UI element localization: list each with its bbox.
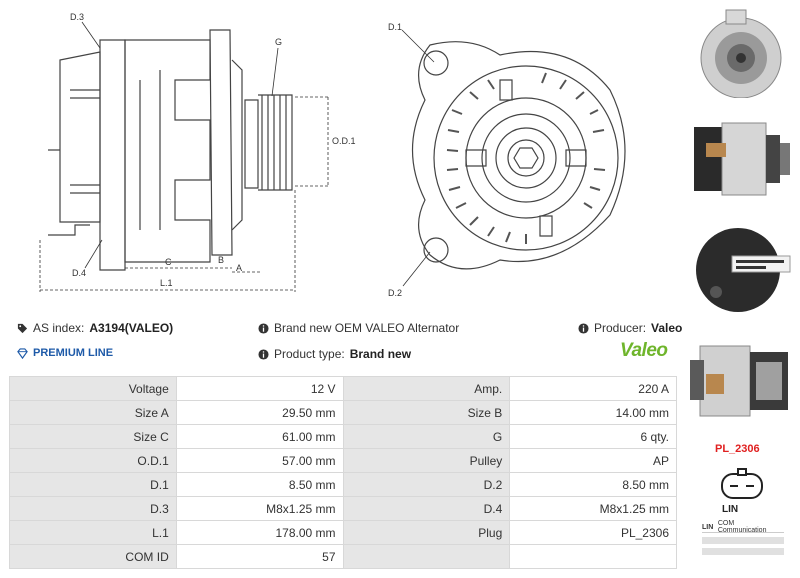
label-od1: O.D.1 xyxy=(332,136,356,146)
spec-value: 6 qty. xyxy=(509,424,677,449)
spec-key: L.1 xyxy=(9,520,177,545)
label-d3: D.3 xyxy=(70,12,84,22)
com-text: COM Communication xyxy=(717,520,767,534)
spec-key: Voltage xyxy=(9,376,177,401)
label-c: C xyxy=(165,257,172,267)
spec-value xyxy=(509,544,677,569)
spec-value: 178.00 mm xyxy=(175,520,344,545)
spec-key: Plug xyxy=(342,520,511,545)
spec-value: 61.00 mm xyxy=(175,424,344,449)
product-type-value: Brand new xyxy=(349,347,412,361)
spec-key: O.D.1 xyxy=(9,448,177,473)
spec-value: AP xyxy=(509,448,677,473)
spec-key: D.3 xyxy=(9,496,177,521)
spec-value: 220 A xyxy=(509,376,677,401)
label-b: B xyxy=(218,255,224,265)
premium-line: PREMIUM LINE xyxy=(17,347,113,359)
spec-value: 8.50 mm xyxy=(175,472,344,497)
product-type-label: Product type: xyxy=(274,347,345,361)
product-type: Product type: Brand new xyxy=(258,347,411,361)
label-d2: D.2 xyxy=(388,288,402,298)
spec-key: Amp. xyxy=(342,376,511,401)
com-box: LIN COM Communication xyxy=(702,520,784,555)
diamond-icon xyxy=(17,347,28,359)
spec-key: Size C xyxy=(9,424,177,449)
com-bar xyxy=(702,548,784,555)
spec-value: PL_2306 xyxy=(509,520,677,545)
info-icon xyxy=(578,322,589,334)
valeo-logo: Valeo xyxy=(620,340,668,361)
premium-label: PREMIUM LINE xyxy=(33,347,114,359)
as-index: AS index: A3194(VALEO) xyxy=(17,321,173,335)
tag-icon xyxy=(17,323,28,333)
spec-value: 8.50 mm xyxy=(509,472,677,497)
label-a: A xyxy=(236,263,242,273)
producer-value: Valeo xyxy=(651,321,683,335)
description-text: Brand new OEM VALEO Alternator xyxy=(274,321,460,335)
com-code: LIN xyxy=(702,523,714,531)
spec-value: 14.00 mm xyxy=(509,400,677,425)
spec-key: D.1 xyxy=(9,472,177,497)
plug-code: PL_2306 xyxy=(715,443,760,455)
producer-label: Producer: xyxy=(594,321,647,335)
spec-key: D.2 xyxy=(342,472,511,497)
spec-key: Size A xyxy=(9,400,177,425)
label-d1: D.1 xyxy=(388,22,402,32)
description: Brand new OEM VALEO Alternator xyxy=(258,321,459,335)
spec-value: M8x1.25 mm xyxy=(509,496,677,521)
spec-value: 29.50 mm xyxy=(175,400,344,425)
spec-key: COM ID xyxy=(9,544,177,569)
lin-label: LIN xyxy=(722,504,739,515)
spec-key: G xyxy=(342,424,511,449)
product-photo-angle[interactable] xyxy=(686,334,796,426)
label-g: G xyxy=(275,37,282,47)
spec-value: 57 xyxy=(175,544,344,569)
spec-value: 12 V xyxy=(175,376,344,401)
com-bar xyxy=(702,537,784,544)
spec-key: Pulley xyxy=(342,448,511,473)
label-l1: L.1 xyxy=(160,278,173,288)
label-d4: D.4 xyxy=(72,268,86,278)
spec-value: M8x1.25 mm xyxy=(175,496,344,521)
product-photo-back[interactable] xyxy=(686,222,796,314)
producer: Producer: Valeo xyxy=(578,321,682,335)
info-icon xyxy=(258,348,269,360)
spec-key: Size B xyxy=(342,400,511,425)
spec-value: 57.00 mm xyxy=(175,448,344,473)
product-photo-front[interactable] xyxy=(686,6,796,98)
spec-key xyxy=(342,544,511,569)
info-icon xyxy=(258,322,269,334)
product-photo-side[interactable] xyxy=(686,113,796,205)
spec-key: D.4 xyxy=(342,496,511,521)
as-index-value: A3194(VALEO) xyxy=(89,321,174,335)
plug-connector-icon xyxy=(721,468,763,499)
as-index-label: AS index: xyxy=(33,321,85,335)
technical-drawing: D.3 G O.D.1 D.4 C B A L.1 D.1 D.2 xyxy=(39,12,626,298)
